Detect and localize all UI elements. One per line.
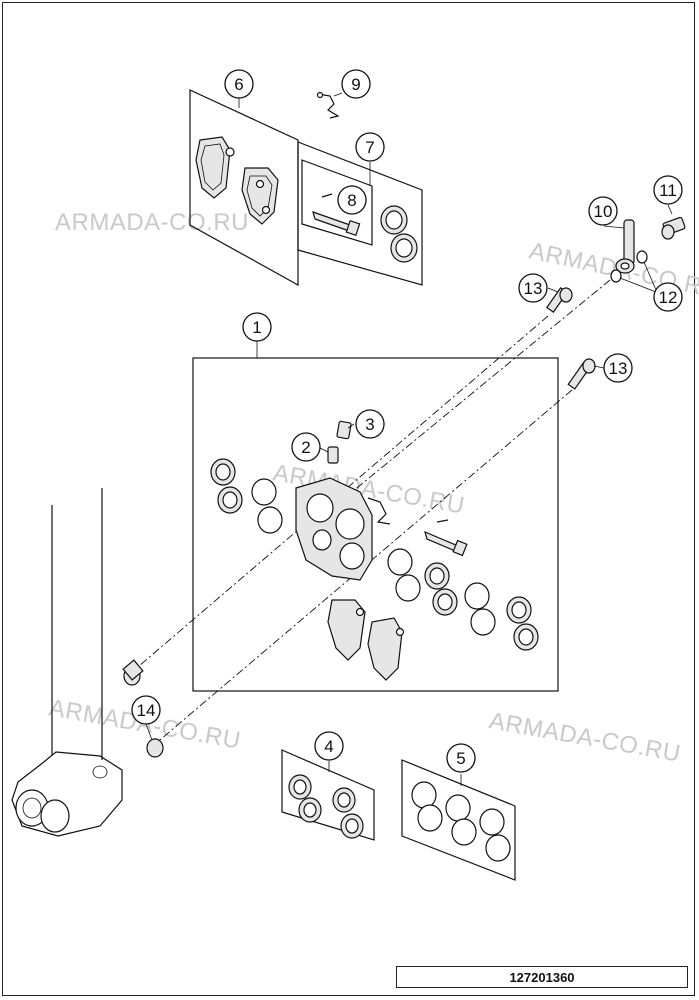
svg-text:14: 14: [137, 701, 156, 720]
svg-text:3: 3: [365, 415, 374, 434]
leader-14: [145, 723, 153, 741]
leader-11b: [619, 277, 657, 293]
group-box-7: [297, 141, 423, 286]
document-number: 127201360: [396, 966, 688, 988]
group-box-4: [281, 749, 375, 841]
svg-text:13: 13: [609, 359, 628, 378]
svg-text:13: 13: [524, 279, 543, 298]
svg-text:9: 9: [351, 75, 360, 94]
pistons-left: [210, 458, 283, 534]
callout-13-upper: 13: [518, 273, 548, 303]
fitting-2: [327, 446, 339, 464]
callout-1: 1: [242, 312, 272, 342]
fitting-3: [336, 420, 352, 440]
callout-13-lower: 13: [603, 353, 633, 383]
callout-5: 5: [446, 743, 476, 773]
spacer-lower: [146, 738, 164, 758]
spring-clip-9: [316, 91, 340, 119]
leader-9: [333, 92, 343, 97]
banjo-fitting-10: [615, 219, 635, 274]
fork-leg: [11, 488, 123, 837]
leader-13a: [547, 287, 559, 293]
svg-text:8: 8: [347, 191, 356, 210]
bolt-13-lower: [567, 358, 596, 390]
group-box-1: [192, 341, 559, 692]
clip-in-box: [367, 497, 391, 525]
leader-13b: [593, 365, 605, 369]
pistons-right: [387, 548, 539, 651]
svg-text:11: 11: [659, 181, 677, 200]
svg-text:1: 1: [252, 318, 261, 337]
svg-text:5: 5: [456, 749, 465, 768]
leader-10: [603, 225, 625, 229]
washers-11: [610, 250, 648, 283]
svg-text:4: 4: [324, 737, 333, 756]
axis-line-fluid: [351, 279, 611, 493]
svg-text:6: 6: [234, 75, 243, 94]
callout-6: 6: [224, 69, 254, 99]
callout-12: 11: [653, 175, 683, 205]
bleeder-12: [661, 216, 686, 240]
bolt-13-upper: [546, 287, 573, 313]
brake-pads-box1: [327, 599, 405, 681]
callout-8: 8: [337, 185, 367, 215]
watermark-1: ARMADA-CO.RU: [55, 209, 249, 236]
svg-text:7: 7: [365, 138, 374, 157]
callout-3: 3: [355, 409, 385, 439]
callout-9: 9: [341, 69, 371, 99]
svg-text:12: 12: [659, 288, 678, 307]
svg-text:10: 10: [594, 202, 613, 221]
callout-4: 4: [314, 731, 344, 761]
svg-text:2: 2: [301, 438, 310, 457]
callout-7: 7: [355, 132, 385, 162]
guide-pin: [312, 211, 361, 237]
spacer-upper: [122, 659, 144, 686]
caliper-body: [295, 477, 373, 581]
leader-3: [347, 423, 355, 429]
brake-pad-left: [195, 136, 235, 199]
leader-12: [667, 204, 673, 215]
group-box-6: [189, 89, 299, 287]
callout-14: 14: [131, 695, 161, 725]
leader-2: [319, 447, 329, 453]
callout-2: 2: [291, 432, 321, 462]
box7-seals: [380, 205, 418, 263]
leader-11a: [643, 261, 657, 291]
group-box-5: [401, 759, 516, 881]
watermark-5: ARMADA-CO.RU: [487, 707, 683, 767]
brake-pad-right: [241, 167, 279, 225]
pin-in-box: [424, 519, 468, 557]
callout-10: 10: [588, 196, 618, 226]
clip-small: [321, 193, 333, 198]
callout-11: 12: [653, 282, 683, 312]
